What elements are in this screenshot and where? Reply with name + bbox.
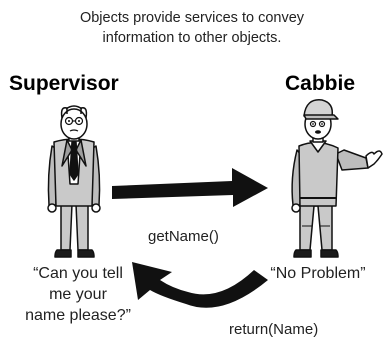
supervisor-label: Supervisor: [9, 72, 119, 95]
cabbie-figure: [291, 99, 383, 258]
supervisor-quote: “Can you tell me your name please?”: [8, 263, 148, 326]
caption-line-2: information to other objects.: [102, 30, 282, 46]
supervisor-figure: [47, 105, 101, 258]
diagram-caption: Objects provide services to convey infor…: [0, 8, 384, 48]
supervisor-quote-line: “Can you tell: [33, 265, 123, 282]
request-arrow: [112, 168, 268, 207]
caption-line-1: Objects provide services to convey: [79, 10, 305, 26]
cabbie-quote: “No Problem”: [270, 265, 366, 282]
response-arrow: [132, 262, 268, 308]
cabbie-label: Cabbie: [285, 72, 356, 95]
supervisor-quote-line: me your: [49, 286, 107, 303]
supervisor-quote-line: name please?”: [25, 307, 131, 324]
request-message-label: getName(): [148, 228, 219, 245]
response-message-label: return(Name): [229, 321, 319, 338]
